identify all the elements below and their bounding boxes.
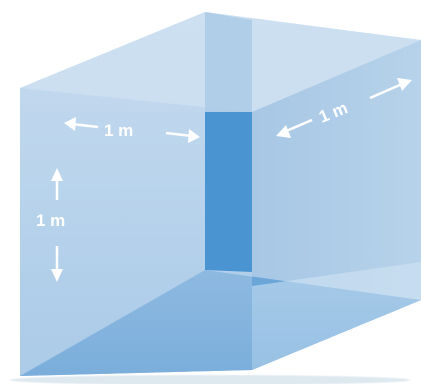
height-up-arrow-head: [51, 168, 63, 181]
height-dimension: 1 m: [36, 168, 65, 282]
depth-right-arrow-shaft: [369, 82, 403, 100]
front-width-left-arrow-shaft: [71, 122, 99, 129]
front-width-right-arrow-shaft: [165, 131, 193, 138]
depth-left-arrow-shaft: [283, 118, 313, 134]
depth-dimension: 1 m: [276, 78, 412, 138]
cube-vertical-edge: [205, 112, 252, 272]
front-width-dimension: 1 m: [64, 117, 200, 143]
front-width-left-arrow-head: [64, 117, 76, 131]
cube-shadow: [10, 375, 410, 384]
front-width-right-arrow-head: [188, 129, 200, 143]
cube-corner-highlight: [252, 262, 421, 370]
depth-left-arrow-head: [276, 125, 291, 138]
depth-right-arrow-head: [397, 78, 412, 91]
height-down-arrow-head: [51, 269, 63, 282]
cube-edge-highlight: [205, 12, 252, 112]
front-width-label: 1 m: [104, 121, 133, 140]
height-label: 1 m: [36, 211, 65, 230]
cube-front-face: [20, 88, 252, 376]
